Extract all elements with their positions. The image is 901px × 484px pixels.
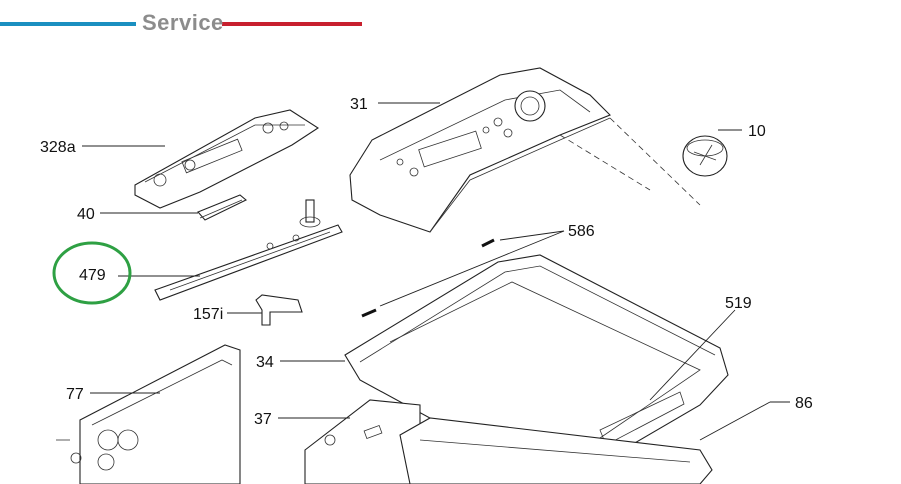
callout-77: 77 — [66, 386, 84, 403]
callout-519: 519 — [725, 295, 752, 312]
callout-479: 479 — [79, 267, 106, 284]
leader-86 — [699, 401, 771, 441]
callout-40: 40 — [77, 206, 95, 223]
part-328a-module — [134, 109, 320, 209]
part-10-knob — [682, 135, 728, 177]
callout-328a: 328a — [40, 139, 76, 156]
callout-586: 586 — [568, 223, 595, 240]
part-586-gaskets — [361, 238, 495, 318]
part-86-frame — [399, 417, 713, 484]
header-bar: Service — [0, 0, 901, 40]
callout-34: 34 — [256, 354, 274, 371]
callout-31: 31 — [350, 96, 368, 113]
part-77-side-panel — [56, 344, 241, 484]
highlight-circle-479 — [52, 241, 132, 305]
callout-86: 86 — [795, 395, 813, 412]
part-479-pcb — [154, 199, 343, 301]
callout-10: 10 — [748, 123, 766, 140]
part-157i-bracket — [255, 294, 303, 326]
header-accent-lines — [0, 22, 362, 26]
leader-586-b — [379, 230, 565, 307]
leader-586-a — [499, 230, 565, 241]
leader-519 — [649, 309, 736, 401]
part-31-control-panel — [349, 67, 701, 233]
part-40-board — [197, 194, 248, 221]
callout-37: 37 — [254, 411, 272, 428]
page-title: Service — [142, 10, 224, 35]
callout-157i: 157i — [193, 306, 223, 323]
